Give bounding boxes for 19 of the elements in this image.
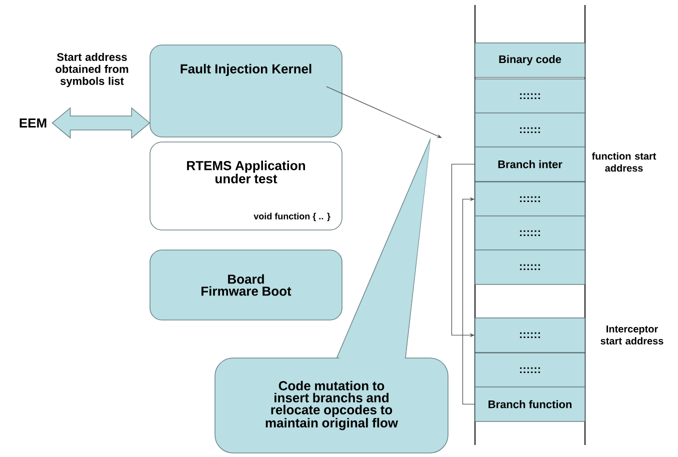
- memory-cell: ::::::: [474, 318, 586, 353]
- arrow: [462, 197, 476, 405]
- application-box: RTEMS Application under test void function { .. }: [150, 142, 342, 230]
- edge-label: Start address obtained from symbols list: [56, 52, 128, 88]
- address-label: function start address: [592, 152, 656, 172]
- memory-cell: Branch inter: [474, 146, 586, 182]
- kernel-box: Fault Injection Kernel: [150, 44, 342, 138]
- memory-cell: Branch function: [474, 386, 586, 422]
- memory-cell: ::::::: [474, 250, 586, 285]
- memory-cell: Binary code: [474, 42, 586, 78]
- firmware-box: Board Firmware Boot: [150, 250, 342, 320]
- system-label: EEM: [20, 118, 46, 128]
- memory-cell: ::::::: [474, 112, 586, 148]
- memory-cell: ::::::: [474, 182, 586, 217]
- memory-cell: ::::::: [474, 78, 586, 114]
- memory-cell: ::::::: [474, 352, 586, 388]
- block-arrow: [52, 107, 150, 139]
- address-label: Interceptor start address: [600, 326, 664, 344]
- memory-cell: ::::::: [474, 216, 586, 251]
